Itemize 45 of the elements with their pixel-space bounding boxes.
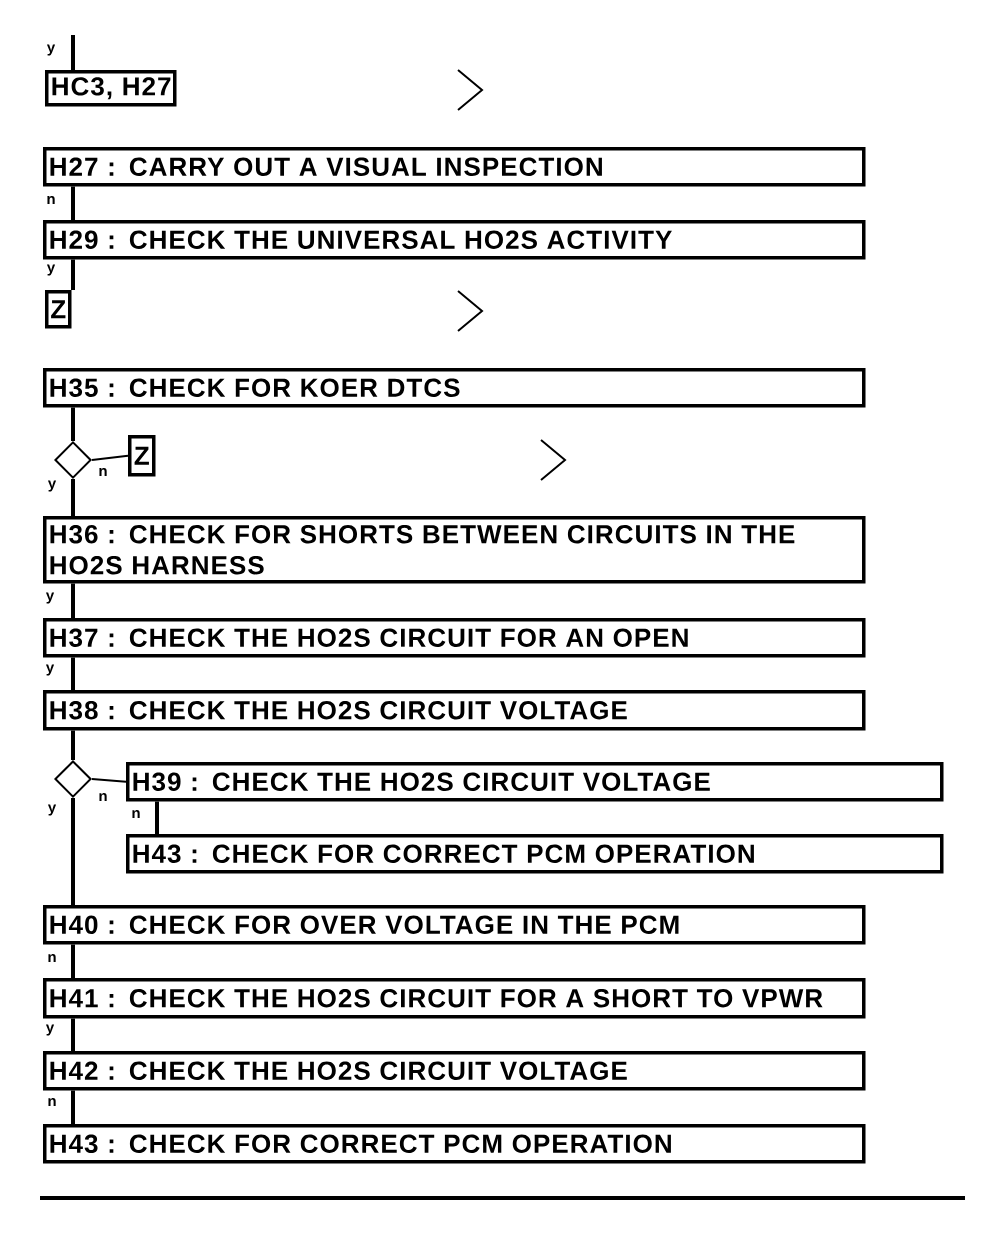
connector-line [71,583,75,618]
edge-label: y [44,1023,56,1037]
step-box: H43 : CHECK FOR CORRECT PCM OPERATION [126,834,944,874]
step-box: H42 : CHECK THE HO2S CIRCUIT VOLTAGE [43,1051,866,1091]
connector-line [71,186,75,220]
connector-line [71,35,75,70]
step-box: H37 : CHECK THE HO2S CIRCUIT FOR AN OPEN [43,618,866,658]
connector-line [71,657,75,690]
step-box: H41 : CHECK THE HO2S CIRCUIT FOR A SHORT TO VPWR [43,978,866,1019]
connector-line [71,944,75,978]
step-box: Z [45,290,72,329]
connector-line [91,454,129,461]
edge-label: y [45,263,57,277]
edge-label: y [45,43,57,57]
connector-line [155,801,159,834]
connector-line [71,1090,75,1124]
step-box: HC3, H27 [45,70,177,107]
step-box: Z [128,435,156,477]
connector-line [71,407,75,441]
edge-label: y [46,803,58,817]
decision-diamond [54,441,92,479]
connector-line [71,259,75,290]
edge-label: y [44,663,56,677]
edge-label: n [97,466,109,478]
edge-label: n [46,1096,58,1108]
step-box: H35 : CHECK FOR KOER DTCS [43,368,866,408]
edge-label: y [44,591,56,605]
connector-line [71,730,75,760]
step-box: H29 : CHECK THE UNIVERSAL HO2S ACTIVITY [43,220,866,260]
step-box: H38 : CHECK THE HO2S CIRCUIT VOLTAGE [43,690,866,731]
step-box: H43 : CHECK FOR CORRECT PCM OPERATION [43,1124,866,1164]
edge-label: y [46,479,58,493]
decision-diamond [54,760,92,798]
step-box: H40 : CHECK FOR OVER VOLTAGE IN THE PCM [43,905,866,945]
edge-label: n [130,808,142,820]
connector-line [71,798,75,905]
step-box: H39 : CHECK THE HO2S CIRCUIT VOLTAGE [126,762,944,802]
step-box: H36 : CHECK FOR SHORTS BETWEEN CIRCUITS IN THE HO2S HARNESS [43,516,866,584]
edge-label: n [46,952,58,964]
connector-line [71,1018,75,1051]
connector-line [91,778,127,783]
edge-label: n [97,791,109,803]
step-box: H27 : CARRY OUT A VISUAL INSPECTION [43,147,866,187]
edge-label: n [45,194,57,206]
connector-line [71,479,75,516]
